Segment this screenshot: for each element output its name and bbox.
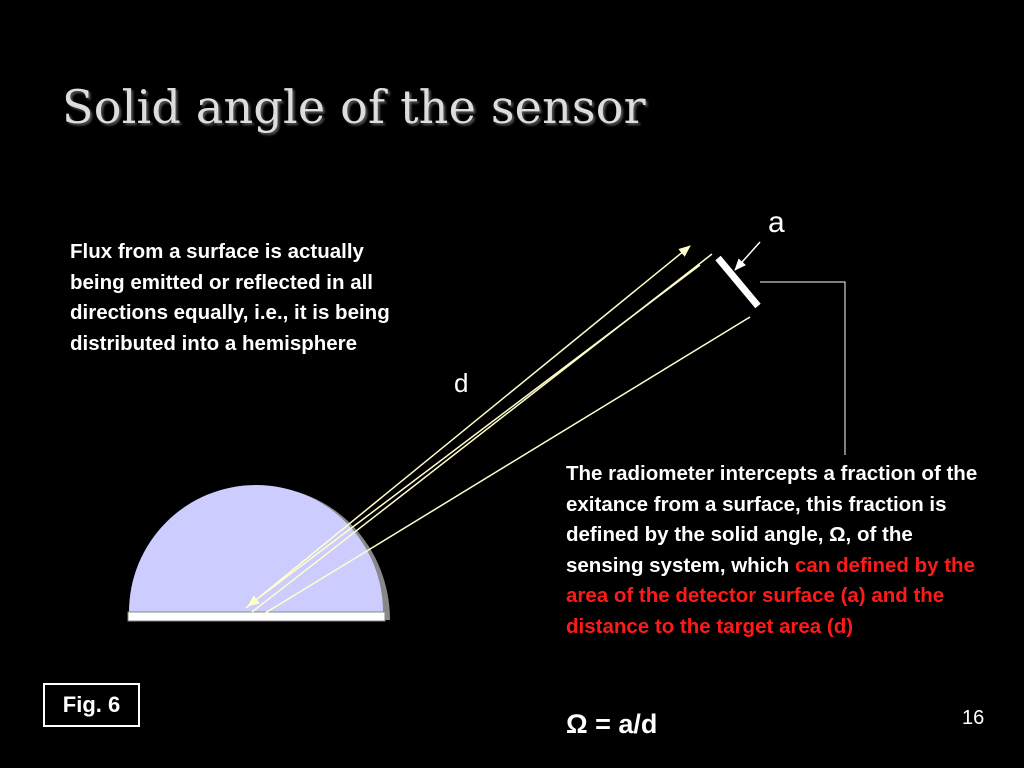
- surface-base: [127, 611, 386, 622]
- solid-angle-formula: Ω = a/d: [566, 709, 658, 739]
- callout-connector: [760, 281, 846, 455]
- radiometer-description-text: The radiometer intercepts a fraction of …: [566, 462, 978, 577]
- ray-return-arrow: [247, 264, 701, 607]
- slide-title: Solid angle of the sensor: [62, 80, 646, 134]
- area-label: a: [768, 206, 785, 239]
- flux-description: Flux from a surface is actually being em…: [70, 240, 390, 355]
- hemisphere: [129, 485, 383, 612]
- ray-lower: [261, 316, 751, 616]
- distance-label: d: [454, 368, 469, 398]
- radiometer-description-highlight: can defined by the area of the detector …: [566, 553, 975, 638]
- detector-pointer: [734, 241, 761, 271]
- figure-label: Fig. 6: [43, 683, 140, 727]
- radiometer-description: The radiometer intercepts a fraction of …: [566, 459, 986, 642]
- ray-upper-arrow: [245, 245, 691, 609]
- detector-bar: [715, 255, 761, 309]
- page-number: 16: [962, 707, 985, 729]
